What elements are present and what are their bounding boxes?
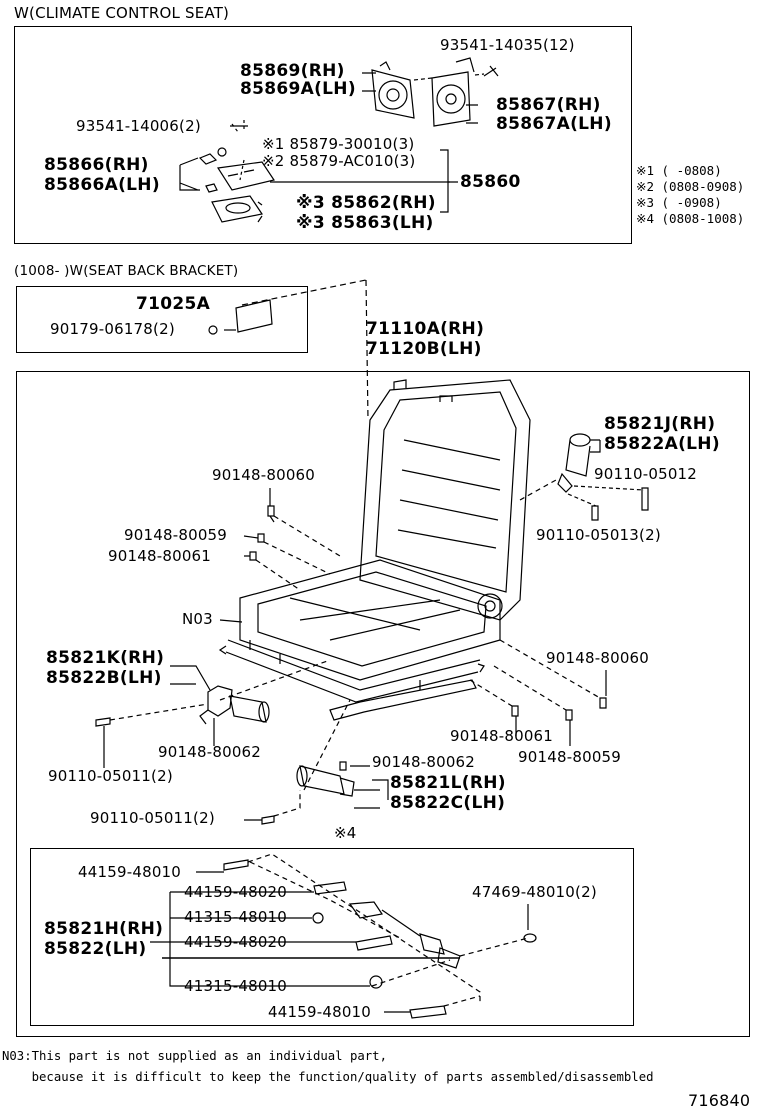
recliner-motor-85821J [557,433,601,493]
lifter-motor-85821K [199,685,270,725]
climate-fan-right [431,57,475,127]
part-41315-48010-a: 41315-48010 [184,908,288,926]
part-93541-14035: 93541-14035(12) [440,36,575,54]
bolt-90110-05011-b [261,815,275,825]
lifter-motor-85821L [296,761,355,797]
part-85821H: 85821H(RH) [44,919,164,939]
part-85879-30010: ※1 85879-30010(3) [262,135,415,153]
screw-90148-80059-right [565,709,573,721]
slide-motor-85821H [223,859,537,1019]
slide-section-frame [30,848,634,1026]
part-90148-80061-left: 90148-80061 [108,547,212,565]
part-90148-80060-left: 90148-80060 [212,466,316,484]
part-90179-06178: 90179-06178(2) [50,320,175,338]
part-90148-80062-b: 90148-80062 [372,753,476,771]
part-44159-48020-b: 44159-48020 [184,933,288,951]
part-90148-80060-right: 90148-80060 [546,649,650,667]
part-85822: 85822(LH) [44,939,147,959]
part-90110-05012: 90110-05012 [594,465,698,483]
part-90110-05011-a: 90110-05011(2) [48,767,173,785]
bolt-90110-05011-a [95,717,111,727]
part-90110-05013: 90110-05013(2) [536,526,661,544]
slide-mark: ※4 [334,824,357,842]
legend-row-4: ※4 (0808-1008) [636,211,745,226]
footnote-line-2: because it is difficult to keep the func… [2,1070,654,1084]
climate-unit-85860 [198,147,275,193]
part-85821L: 85821L(RH) [390,773,506,793]
screw-90148-80060-right [599,697,607,709]
part-47469-48010: 47469-48010(2) [472,883,597,901]
screw-90148-80061-left [249,551,257,561]
bracket-heading: (1008- )W(SEAT BACK BRACKET) [14,263,239,279]
bolt-90110-05013 [591,505,599,521]
bracket-plate [235,299,273,333]
screw-90148-80061-right [511,705,519,717]
part-85822A: 85822A(LH) [604,434,720,454]
main-section-frame [16,371,750,1037]
seat-frame-drawing [218,379,531,721]
part-71110A: 71110A(RH) [366,319,485,339]
climate-heading: W(CLIMATE CONTROL SEAT) [14,4,230,22]
part-44159-48010-b: 44159-48010 [268,1003,372,1021]
part-90148-80059-right: 90148-80059 [518,748,622,766]
part-85867: 85867(RH) [496,95,601,115]
part-90148-80062-a: 90148-80062 [158,743,262,761]
part-N03: N03 [182,610,213,628]
part-85866A: 85866A(LH) [44,175,160,195]
part-44159-48010-a: 44159-48010 [78,863,182,881]
part-85879-AC010: ※2 85879-AC010(3) [262,152,416,170]
part-85863: ※3 85863(LH) [296,213,434,233]
part-85822C: 85822C(LH) [390,793,506,813]
part-71120B: 71120B(LH) [366,339,482,359]
legend-row-2: ※2 (0808-0908) [636,179,745,194]
part-85822B: 85822B(LH) [46,668,162,688]
legend-row-1: ※1 ( -0808) [636,163,722,178]
part-41315-48010-b: 41315-48010 [184,977,288,995]
part-85860: 85860 [460,172,521,192]
climate-fan-left [371,61,415,119]
part-90148-80059-left: 90148-80059 [124,526,228,544]
climate-section-frame [14,26,632,244]
part-71025A: 71025A [136,294,211,314]
part-44159-48020-a: 44159-48020 [184,883,288,901]
part-93541-14006: 93541-14006(2) [76,117,201,135]
footnote-line-1: N03:This part is not supplied as an indi… [2,1049,387,1063]
bracket-nut [208,325,218,335]
bolt-90110-05012 [641,487,649,511]
part-85866: 85866(RH) [44,155,149,175]
part-85821K: 85821K(RH) [46,648,165,668]
part-85862: ※3 85862(RH) [296,193,436,213]
part-90110-05011-b: 90110-05011(2) [90,809,215,827]
bracket-section-frame [16,286,308,353]
part-85869: 85869(RH) [240,61,345,81]
part-90148-80061-right: 90148-80061 [450,727,554,745]
part-85867A: 85867A(LH) [496,114,612,134]
legend-row-3: ※3 ( -0908) [636,195,722,210]
part-85869A: 85869A(LH) [240,79,356,99]
climate-module-85862 [211,195,263,223]
part-85821J: 85821J(RH) [604,414,716,434]
diagram-id: 716840 [688,1091,751,1110]
